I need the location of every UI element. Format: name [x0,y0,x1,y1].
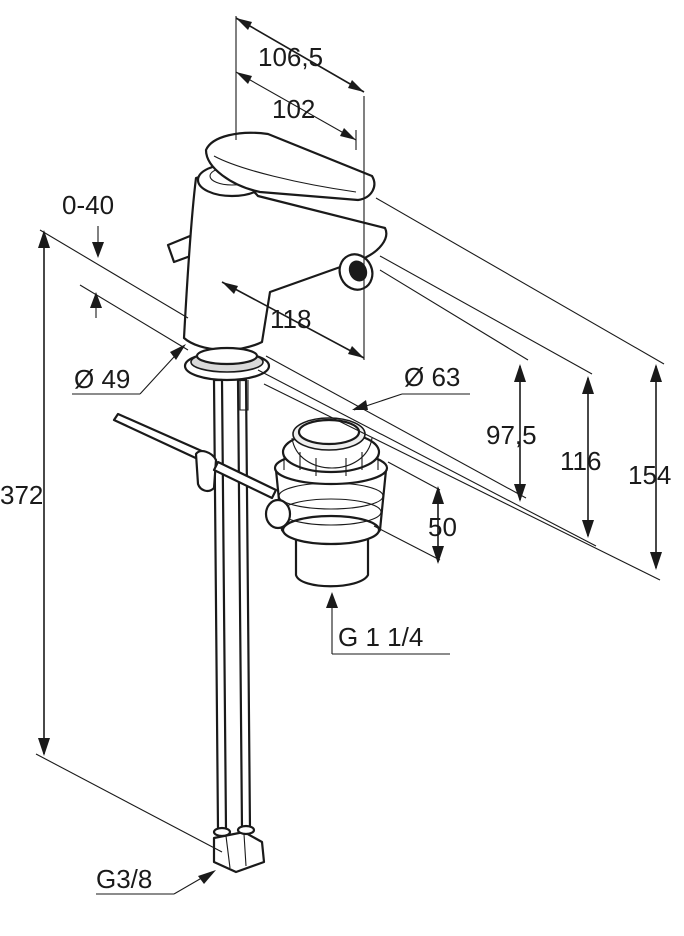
dim-372-lines [35,230,223,853]
dim-63-leader [352,393,470,411]
dim-154-lines [650,364,662,570]
dim-116-lines [582,376,594,538]
label-50: 50 [428,512,457,542]
supply-hoses [212,378,266,874]
thread-g114-leader [326,592,450,655]
dim-50-lines [373,461,444,564]
label-106-5: 106,5 [258,42,323,72]
label-154: 154 [628,460,671,490]
pop-up-waste [264,417,389,588]
dim-0-40-lines [39,226,189,351]
dim-106-5-lines [235,16,365,360]
dim-102-lines [235,71,357,150]
pull-rod [112,412,278,500]
height-reference-lines [257,197,665,581]
label-116: 116 [560,446,601,476]
label-0-40: 0-40 [62,190,114,220]
label-diameter-49: Ø 49 [74,364,130,394]
thread-g38-leader [96,870,216,895]
label-372: 372 [0,480,43,510]
faucet-body [166,131,388,382]
label-g3-8: G3/8 [96,864,152,894]
label-118: 118 [270,304,311,334]
label-97-5: 97,5 [486,420,537,450]
label-g-1-1-4: G 1 1/4 [338,622,423,652]
dim-49-leader [72,344,186,395]
label-102: 102 [272,94,315,124]
dim-118-lines [221,281,365,359]
label-diameter-63: Ø 63 [404,362,460,392]
dim-97-5-lines [514,364,526,502]
